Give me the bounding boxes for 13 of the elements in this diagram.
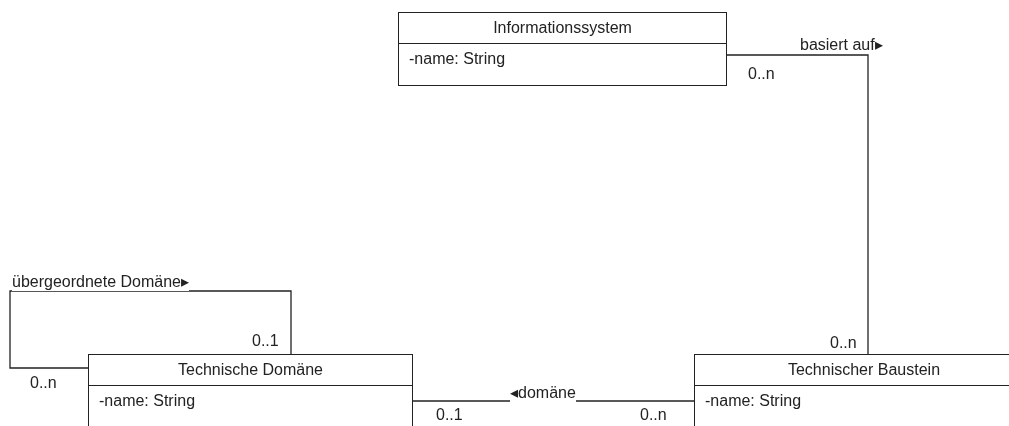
class-box: [694, 354, 1009, 426]
class-name: Technischer Baustein: [787, 361, 941, 379]
class-box: [398, 12, 727, 86]
edge-label: ◂domäne: [510, 384, 576, 402]
attribute-text: -name: String: [99, 392, 196, 409]
class-box: [88, 354, 413, 426]
association-line: [726, 54, 869, 355]
attribute-text: -name: String: [409, 50, 506, 67]
edge-label: übergeordnete Domäne▸: [12, 273, 189, 291]
association-line: [9, 290, 292, 369]
attribute-text: -name: String: [705, 392, 802, 409]
class-name: Technische Domäne: [178, 361, 323, 379]
class-name: Informationssystem: [493, 19, 632, 37]
